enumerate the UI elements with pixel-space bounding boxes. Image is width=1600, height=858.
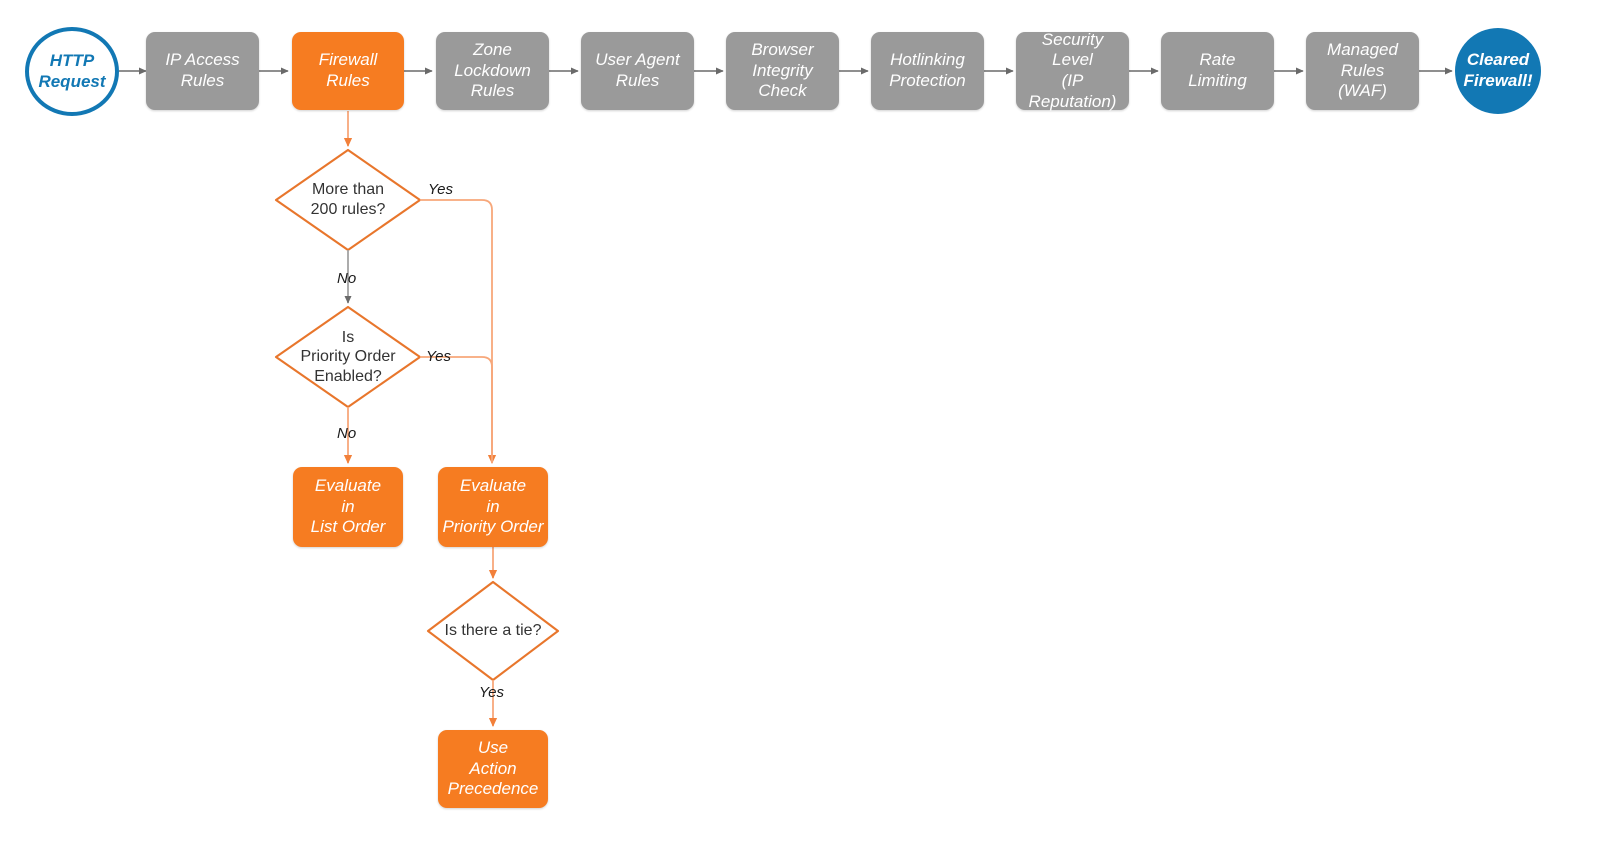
node-firewall-rules-label: Firewall Rules: [318, 50, 378, 90]
node-evaluate-list-order[interactable]: Evaluate in List Order: [293, 467, 403, 547]
node-http-request-label: HTTP Request: [38, 50, 106, 91]
node-rate-limiting-label: Rate Limiting: [1188, 50, 1247, 90]
decision-more-than-200-rules-label: More than 200 rules?: [310, 181, 386, 218]
node-zone-lockdown-rules-label: Zone Lockdown Rules: [454, 39, 531, 101]
node-security-level-label: Security Level (IP Reputation): [1028, 29, 1117, 111]
edge-label-no-more-than-200: No: [337, 270, 357, 287]
node-cleared-firewall[interactable]: Cleared Firewall!: [1455, 28, 1541, 114]
decision-outlines: [274, 148, 560, 682]
edge-label-yes-more-than-200: Yes: [428, 181, 454, 198]
node-rate-limiting[interactable]: Rate Limiting: [1161, 32, 1274, 110]
node-user-agent-rules[interactable]: User Agent Rules: [581, 32, 694, 110]
decision-more-than-200-rules[interactable]: More than 200 rules?: [276, 150, 420, 250]
node-security-level[interactable]: Security Level (IP Reputation): [1016, 29, 1129, 111]
node-hotlinking-protection[interactable]: Hotlinking Protection: [871, 32, 984, 110]
node-use-action-precedence[interactable]: Use Action Precedence: [438, 730, 548, 808]
edge-yes-priority-order: [420, 356, 493, 463]
decision-is-there-a-tie[interactable]: Is there a tie?: [428, 582, 558, 680]
node-evaluate-priority-order[interactable]: Evaluate in Priority Order: [438, 467, 548, 547]
edge-label-no-priority-order: No: [337, 425, 357, 442]
node-firewall-rules[interactable]: Firewall Rules: [292, 32, 404, 110]
node-hotlinking-protection-label: Hotlinking Protection: [889, 50, 966, 90]
node-user-agent-rules-label: User Agent Rules: [595, 50, 680, 90]
node-evaluate-list-order-label: Evaluate in List Order: [310, 475, 386, 537]
edge-label-yes-priority-order: Yes: [426, 348, 452, 365]
node-http-request[interactable]: HTTP Request: [25, 27, 119, 116]
decision-priority-order-enabled-label: Is Priority Order Enabled?: [300, 328, 396, 385]
node-browser-integrity-check[interactable]: Browser Integrity Check: [726, 32, 839, 110]
node-ip-access-rules-label: IP Access Rules: [165, 50, 240, 90]
node-evaluate-priority-order-label: Evaluate in Priority Order: [442, 475, 544, 537]
node-cleared-firewall-label: Cleared Firewall!: [1463, 50, 1533, 90]
node-managed-rules-waf[interactable]: Managed Rules (WAF): [1306, 32, 1419, 110]
node-browser-integrity-check-label: Browser Integrity Check: [751, 39, 814, 101]
node-managed-rules-waf-label: Managed Rules (WAF): [1327, 39, 1398, 101]
decision-priority-order-enabled[interactable]: Is Priority Order Enabled?: [276, 307, 420, 407]
node-use-action-precedence-label: Use Action Precedence: [447, 737, 539, 799]
node-ip-access-rules[interactable]: IP Access Rules: [146, 32, 259, 110]
edge-yes-more-than-200: [420, 199, 497, 464]
edge-label-yes-is-there-a-tie: Yes: [479, 684, 505, 701]
decision-is-there-a-tie-label: Is there a tie?: [444, 622, 542, 640]
node-zone-lockdown-rules[interactable]: Zone Lockdown Rules: [436, 32, 549, 110]
